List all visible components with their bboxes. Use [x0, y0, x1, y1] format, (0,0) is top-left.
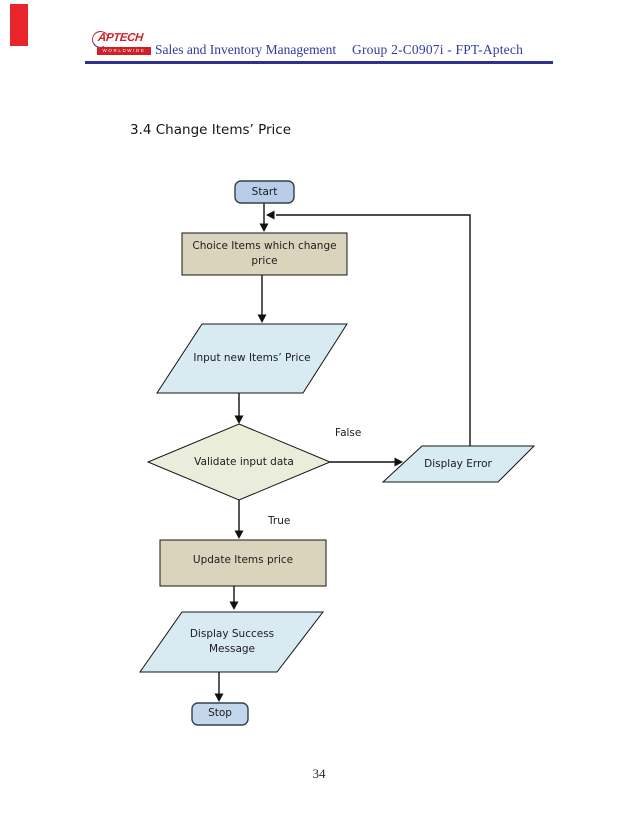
node-input-label: Input new Items’ Price: [193, 352, 311, 365]
node-validate-shape: [146, 423, 332, 501]
node-choice-shape: [181, 232, 348, 276]
header-document-title: Sales and Inventory Management: [155, 42, 337, 57]
page-number: 34: [312, 766, 326, 781]
aptech-logo-tagline: WORLDWIDE: [97, 47, 151, 55]
aptech-logo: APTECH WORLDWIDE: [89, 28, 162, 60]
flowchart-arrowheads: [214, 210, 403, 702]
node-input-shape: [156, 323, 348, 394]
header-group-label: Group 2-C0907i - FPT-Aptech: [352, 42, 524, 57]
node-start-shape: [234, 180, 295, 204]
edge-error-loopback: [276, 214, 471, 446]
node-stop-label: Stop: [208, 706, 232, 719]
node-validate-label: Validate input data: [194, 455, 294, 468]
arrowhead-into-choice: [259, 223, 269, 232]
node-update-shape: [159, 539, 327, 587]
node-success-label: Display Success Message: [189, 628, 275, 655]
node-display-error-shape: [381, 445, 536, 483]
node-choice-label: Choice Items which change price: [192, 240, 337, 267]
arrowhead-into-validate: [234, 415, 244, 424]
arrowhead-into-error: [394, 457, 403, 467]
node-stop-shape: [191, 702, 249, 726]
arrowhead-loopback: [266, 210, 275, 220]
node-display-error-label: Display Error: [424, 457, 492, 470]
branch-label-false: False: [335, 427, 362, 439]
node-success-shape: [139, 611, 325, 673]
flowchart-connectors: [218, 203, 471, 695]
branch-label-true: True: [268, 515, 291, 527]
node-update-label: Update Items price: [192, 553, 294, 566]
header-rule: [85, 61, 553, 64]
arrowhead-into-success: [229, 601, 239, 610]
node-start-label: Start: [251, 185, 278, 198]
arrowhead-into-stop: [214, 693, 224, 702]
section-title: 3.4 Change Items’ Price: [130, 122, 292, 138]
arrowhead-into-input: [257, 314, 267, 323]
arrowhead-into-update: [234, 530, 244, 539]
red-corner-mark: [10, 4, 28, 46]
